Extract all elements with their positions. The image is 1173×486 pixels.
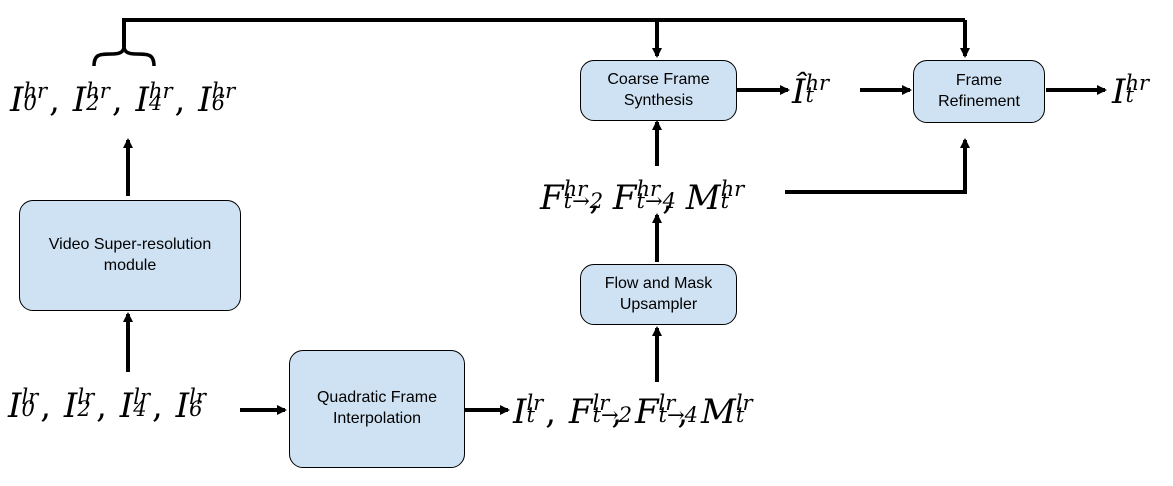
- frame-refinement-box: Frame Refinement: [913, 60, 1045, 123]
- flow-mask-upsampler-box: Flow and Mask Upsampler: [580, 264, 737, 325]
- coarse-frame-synthesis-box: Coarse Frame Synthesis: [580, 60, 737, 121]
- quadratic-frame-interpolation-box: Quadratic Frame Interpolation: [289, 350, 465, 468]
- hrflow-to-refine-arrow: [785, 138, 970, 194]
- video-super-resolution-box: Video Super-resolution module: [19, 200, 241, 311]
- cfs-label: Coarse Frame Synthesis: [607, 70, 710, 109]
- fmu-label: Flow and Mask Upsampler: [604, 274, 713, 313]
- fr-label: Frame Refinement: [938, 71, 1020, 110]
- hr-frames-brace: [92, 45, 156, 67]
- qfi-label: Quadratic Frame Interpolation: [316, 389, 438, 427]
- top-bus-line: [122, 18, 965, 47]
- vsr-label: Video Super-resolution module: [48, 235, 212, 274]
